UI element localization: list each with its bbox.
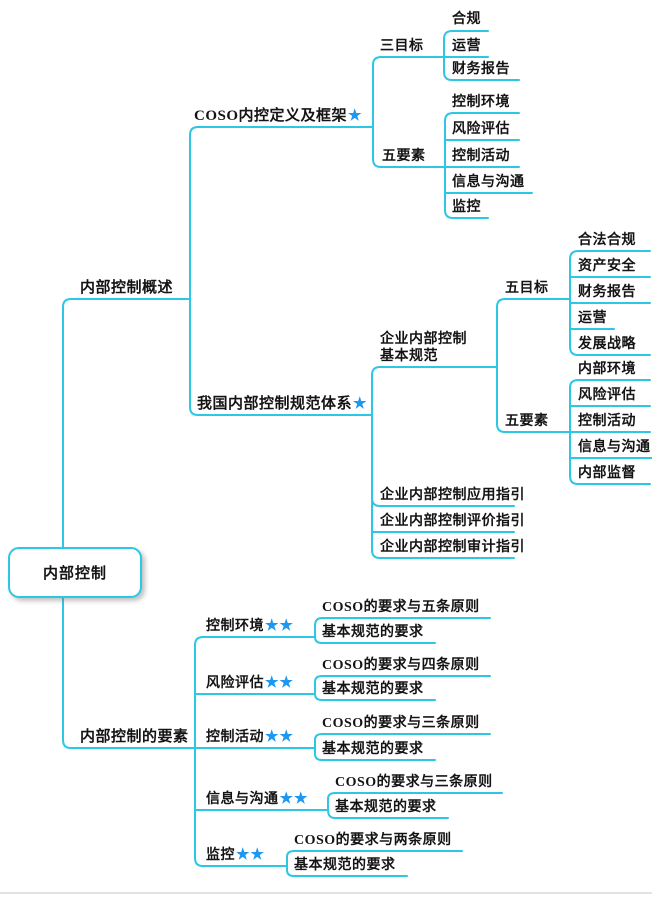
leaf-application-guidelines[interactable]: 企业内部控制应用指引 [380, 488, 525, 503]
overview-branch-lines [189, 30, 533, 416]
leaf-operations-cn[interactable]: 运营 [578, 311, 607, 326]
star-icon: ★ [353, 396, 368, 412]
leaf-basic-norm-requirements-1[interactable]: 基本规范的要求 [322, 625, 424, 640]
leaf-legal-compliance[interactable]: 合法合规 [578, 233, 636, 248]
leaf-operations[interactable]: 运营 [452, 39, 481, 54]
topic-basic-norms[interactable]: 企业内部控制 基本规范 [380, 332, 467, 364]
topic-china-internal-control-system[interactable]: 我国内部控制规范体系★ [197, 396, 368, 412]
leaf-coso-four-principles[interactable]: COSO的要求与四条原则 [322, 658, 480, 673]
china-system-branch-lines [371, 250, 652, 559]
topic-internal-control-overview[interactable]: 内部控制概述 [80, 280, 174, 296]
topic-information-communication-2star[interactable]: 信息与沟通★★ [206, 791, 309, 807]
leaf-development-strategy[interactable]: 发展战略 [578, 337, 636, 352]
stars-icon: ★★ [265, 618, 294, 634]
leaf-information-communication-cn[interactable]: 信息与沟通 [578, 440, 651, 455]
leaf-financial-reporting[interactable]: 财务报告 [452, 62, 510, 77]
leaf-audit-guidelines[interactable]: 企业内部控制审计指引 [380, 540, 525, 555]
topic-five-components-cn[interactable]: 五要素 [505, 414, 549, 429]
leaf-basic-norm-requirements-5[interactable]: 基本规范的要求 [294, 858, 396, 873]
leaf-risk-assessment-cn[interactable]: 风险评估 [578, 388, 636, 403]
leaf-information-communication[interactable]: 信息与沟通 [452, 175, 525, 190]
leaf-asset-safety[interactable]: 资产安全 [578, 259, 636, 274]
topic-control-activities-2star[interactable]: 控制活动★★ [206, 729, 294, 745]
leaf-control-environment[interactable]: 控制环境 [452, 95, 510, 110]
topic-coso-definition-framework[interactable]: COSO内控定义及框架★ [194, 108, 363, 124]
leaf-coso-three-principles-2[interactable]: COSO的要求与三条原则 [335, 775, 493, 790]
leaf-coso-three-principles-1[interactable]: COSO的要求与三条原则 [322, 716, 480, 731]
leaf-financial-reporting-cn[interactable]: 财务报告 [578, 285, 636, 300]
root-topic-label: 内部控制 [42, 566, 107, 582]
leaf-basic-norm-requirements-2[interactable]: 基本规范的要求 [322, 682, 424, 697]
leaf-internal-environment[interactable]: 内部环境 [578, 362, 636, 377]
topic-control-environment-2star[interactable]: 控制环境★★ [206, 618, 294, 634]
leaf-monitoring[interactable]: 监控 [452, 200, 481, 215]
leaf-evaluation-guidelines[interactable]: 企业内部控制评价指引 [380, 514, 525, 529]
stars-icon: ★★ [265, 729, 294, 745]
root-branch-lines [62, 298, 196, 749]
stars-icon: ★★ [265, 675, 294, 691]
leaf-control-activities[interactable]: 控制活动 [452, 149, 510, 164]
leaf-basic-norm-requirements-4[interactable]: 基本规范的要求 [335, 800, 437, 815]
elements-branch-lines [194, 617, 503, 877]
stars-icon: ★★ [279, 791, 309, 807]
topic-five-components-coso[interactable]: 五要素 [382, 149, 426, 164]
leaf-compliance[interactable]: 合规 [452, 12, 481, 27]
leaf-internal-supervision[interactable]: 内部监督 [578, 466, 636, 481]
leaf-risk-assessment[interactable]: 风险评估 [452, 122, 510, 137]
topic-elements-of-internal-control[interactable]: 内部控制的要素 [80, 729, 189, 745]
leaf-coso-five-principles[interactable]: COSO的要求与五条原则 [322, 600, 480, 615]
leaf-basic-norm-requirements-3[interactable]: 基本规范的要求 [322, 742, 424, 757]
stars-icon: ★★ [236, 847, 265, 863]
root-topic-internal-control[interactable]: 内部控制 [8, 547, 142, 598]
topic-risk-assessment-2star[interactable]: 风险评估★★ [206, 675, 294, 691]
topic-monitoring-2star[interactable]: 监控★★ [206, 847, 265, 863]
leaf-control-activities-cn[interactable]: 控制活动 [578, 414, 636, 429]
star-icon: ★ [348, 108, 363, 124]
topic-five-objectives[interactable]: 五目标 [505, 281, 549, 296]
leaf-coso-two-principles[interactable]: COSO的要求与两条原则 [294, 833, 452, 848]
topic-three-objectives[interactable]: 三目标 [380, 39, 424, 54]
